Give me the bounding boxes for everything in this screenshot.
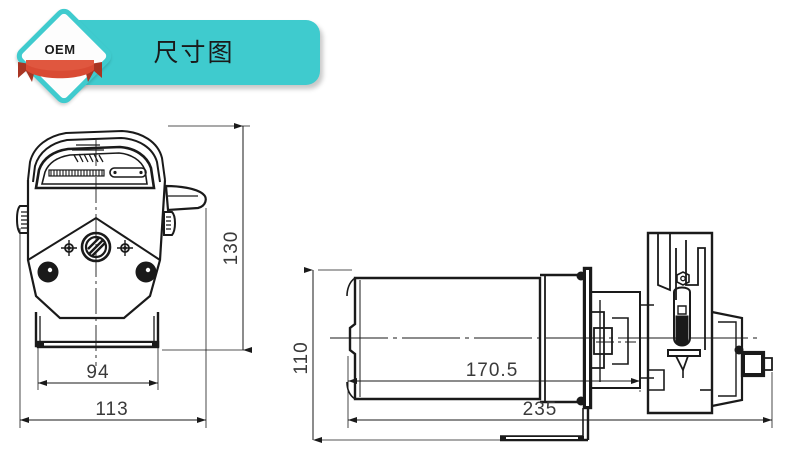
dimension-235 — [347, 372, 773, 428]
dimension-label-110: 110 — [291, 341, 312, 374]
technical-drawing-canvas: 130 94 113 110 170.5 235 — [0, 100, 800, 458]
badge-label: OEM — [44, 42, 76, 57]
dimension-113 — [19, 208, 207, 428]
crosshair-left — [61, 240, 77, 256]
crosshair-right — [117, 240, 133, 256]
front-view-geometry — [16, 129, 207, 366]
dimension-label-130: 130 — [221, 231, 242, 266]
dimension-94 — [37, 348, 159, 390]
page-title: 尺寸图 — [153, 38, 235, 67]
dimension-label-170-5: 170.5 — [466, 360, 519, 381]
badge-ribbon-icon — [18, 60, 102, 82]
oem-badge: OEM — [12, 4, 115, 107]
dimension-label-113: 113 — [95, 399, 128, 420]
side-view-geometry — [330, 231, 773, 442]
dimension-label-94: 94 — [86, 362, 109, 383]
drawing-svg: 130 94 113 110 170.5 235 — [16, 123, 773, 443]
dimension-110 — [304, 267, 500, 443]
dimension-label-235: 235 — [523, 399, 558, 420]
page-header: 尺寸图 OEM — [0, 0, 340, 110]
